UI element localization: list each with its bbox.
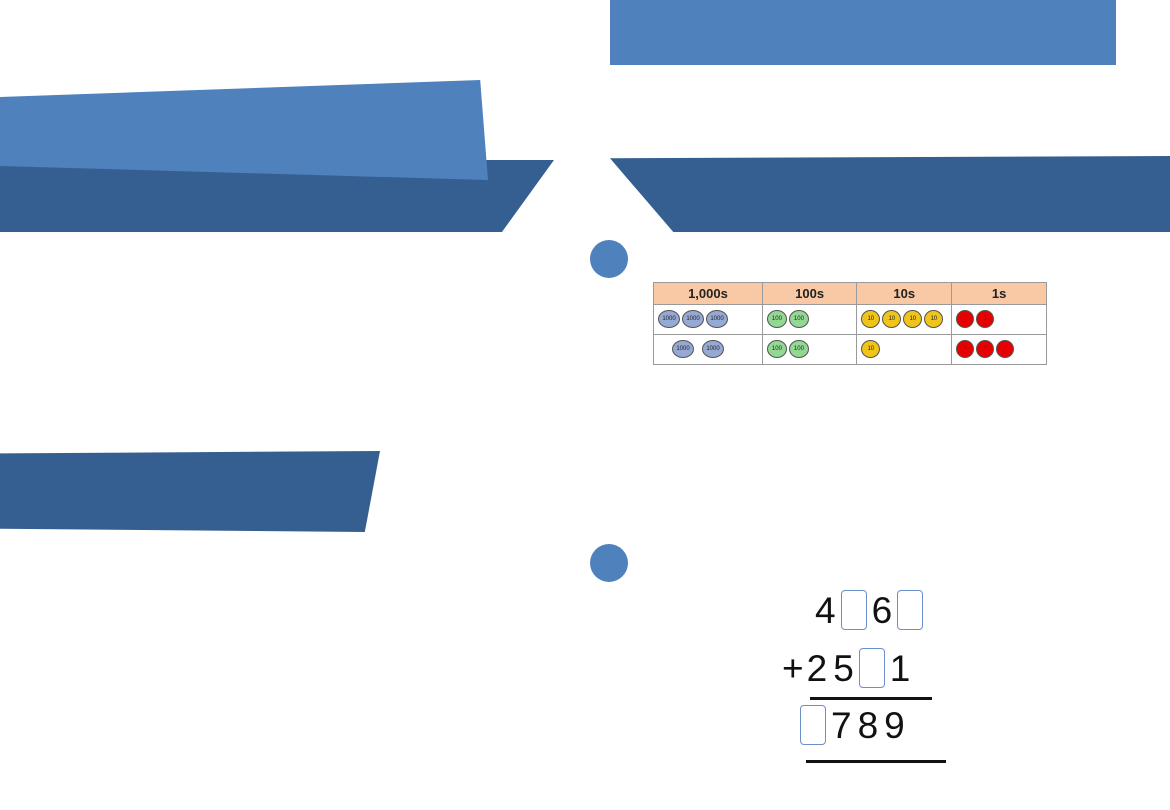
thousand-counter: 1000	[706, 310, 728, 329]
digit: 5	[833, 648, 854, 689]
left-lower-banner	[0, 451, 380, 532]
digit: 9	[884, 705, 905, 746]
ten-counter: 10	[861, 310, 881, 329]
thousand-counter: 1000	[682, 310, 704, 329]
digit: 6	[871, 590, 893, 631]
one-counter: 1	[996, 340, 1015, 359]
header-hundreds: 100s	[761, 282, 858, 305]
hundred-counter: 100	[788, 340, 809, 359]
ten-counter: 10	[924, 310, 944, 329]
header-tens: 10s	[856, 282, 953, 305]
table-header-row: 1,000s 100s 10s 1s	[653, 282, 1047, 305]
hundred-counter: 100	[766, 310, 787, 329]
one-counter: 1	[976, 310, 995, 329]
ten-counter: 10	[882, 310, 902, 329]
hundred-counter: 100	[788, 310, 809, 329]
thousand-counter: 1000	[672, 340, 694, 359]
header-ones: 1s	[951, 282, 1047, 305]
one-counter: 1	[956, 340, 975, 359]
ten-counter: 10	[861, 340, 881, 359]
cell-thousands: 1000 1000	[653, 334, 763, 365]
digit: 2	[806, 648, 828, 689]
thousand-counter: 1000	[702, 340, 724, 359]
missing-digit-box[interactable]	[897, 590, 924, 630]
cell-tens: 10	[856, 334, 953, 365]
digit: 8	[857, 705, 879, 746]
top-right-banner	[610, 0, 1116, 65]
missing-digit-box[interactable]	[800, 705, 826, 745]
header-thousands: 1,000s	[653, 282, 763, 305]
one-counter: 1	[976, 340, 995, 359]
bullet-circle-1	[590, 240, 628, 278]
missing-digit-box[interactable]	[840, 590, 867, 630]
ten-counter: 10	[903, 310, 923, 329]
plus-sign: +	[782, 648, 804, 689]
missing-digit-box[interactable]	[858, 648, 885, 688]
sum-underline	[806, 760, 946, 763]
digit: 7	[831, 705, 852, 746]
bullet-circle-2	[590, 544, 628, 582]
one-counter: 1	[956, 310, 975, 329]
addend-underline	[810, 697, 932, 700]
left-light-banner	[0, 80, 488, 180]
digit: 1	[889, 648, 911, 689]
thousand-counter: 1000	[658, 310, 680, 329]
digit: 4	[815, 590, 836, 631]
right-dark-banner	[610, 156, 1170, 232]
hundred-counter: 100	[766, 340, 787, 359]
